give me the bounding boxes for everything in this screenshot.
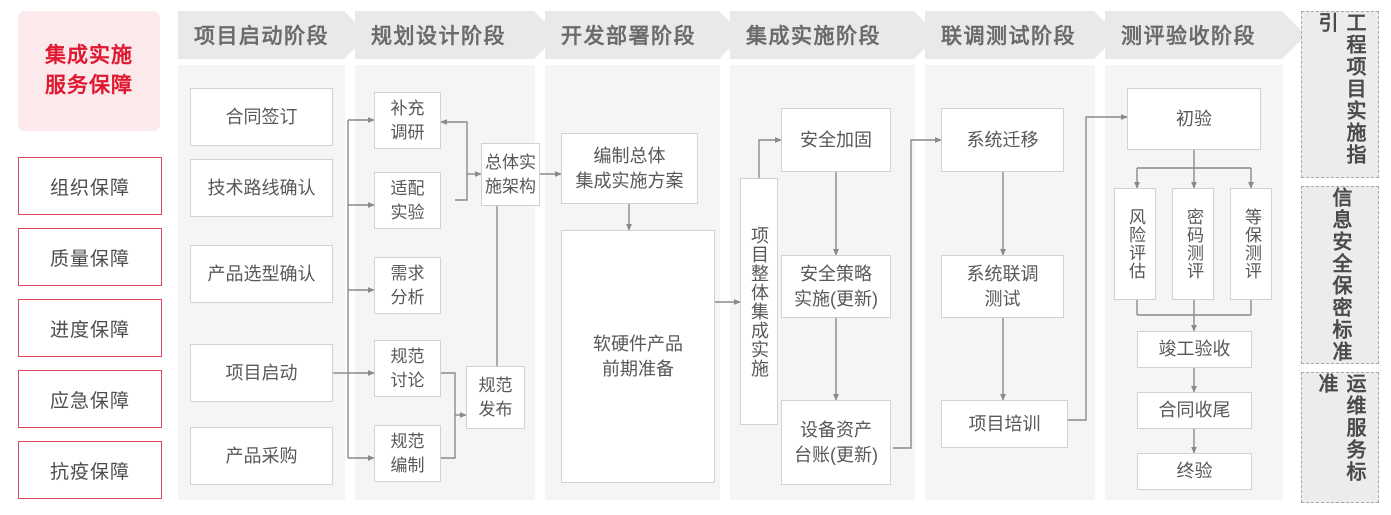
left-item-emergency[interactable]: 应急保障 xyxy=(18,370,162,428)
node-final-acceptance[interactable]: 终验 xyxy=(1137,453,1252,490)
standard-info-security-confidentiality[interactable]: 信息安全保密标准 xyxy=(1301,186,1379,364)
node-project-training[interactable]: 项目培训 xyxy=(941,400,1068,448)
node-product-procurement[interactable]: 产品采购 xyxy=(190,427,333,485)
node-cryptography-evaluation[interactable]: 密码测评 xyxy=(1172,188,1214,300)
phase-header-3-label: 开发部署阶段 xyxy=(561,25,696,48)
node-risk-assessment[interactable]: 风险评估 xyxy=(1114,188,1156,300)
phase-header-2-label: 规划设计阶段 xyxy=(371,25,506,48)
node-security-policy-impl[interactable]: 安全策略 实施(更新) xyxy=(781,255,891,318)
node-hardware-software-prep[interactable]: 软硬件产品 前期准备 xyxy=(561,230,715,483)
node-supplementary-survey[interactable]: 补充 调研 xyxy=(374,92,441,149)
standard-label: 信息安全保密标准 xyxy=(1329,187,1351,363)
node-contract-signing[interactable]: 合同签订 xyxy=(190,88,333,146)
node-spec-drafting[interactable]: 规范 编制 xyxy=(374,425,441,482)
left-item-epidemic[interactable]: 抗疫保障 xyxy=(18,441,162,499)
node-security-hardening[interactable]: 安全加固 xyxy=(781,108,891,172)
node-grade-protection-evaluation[interactable]: 等保测评 xyxy=(1230,188,1272,300)
node-spec-discussion[interactable]: 规范 讨论 xyxy=(374,340,441,397)
phase-header-2[interactable]: 规划设计阶段 xyxy=(355,11,558,59)
phase-header-5-label: 联调测试阶段 xyxy=(941,25,1076,48)
phase-header-1[interactable]: 项目启动阶段 xyxy=(178,11,368,59)
node-contract-closure[interactable]: 合同收尾 xyxy=(1137,392,1252,429)
phase-header-4-label: 集成实施阶段 xyxy=(746,25,881,48)
node-system-joint-test[interactable]: 系统联调 测试 xyxy=(941,255,1064,318)
phase-header-1-label: 项目启动阶段 xyxy=(194,25,329,48)
node-asset-ledger-update[interactable]: 设备资产 台账(更新) xyxy=(781,400,891,485)
left-panel-title: 集成实施 服务保障 xyxy=(18,11,160,131)
node-completion-acceptance[interactable]: 竣工验收 xyxy=(1137,331,1252,368)
node-spec-publication[interactable]: 规范 发布 xyxy=(466,366,525,429)
left-item-quality[interactable]: 质量保障 xyxy=(18,228,162,286)
standard-label: 运维服务标准 xyxy=(1315,373,1365,483)
node-overall-integration-plan[interactable]: 编制总体 集成实施方案 xyxy=(561,133,698,204)
node-project-kickoff[interactable]: 项目启动 xyxy=(190,344,333,402)
node-overall-impl-architecture[interactable]: 总体实 施架构 xyxy=(481,143,540,206)
node-requirement-analysis[interactable]: 需求 分析 xyxy=(374,257,441,314)
standard-operations-service[interactable]: 运维服务标准 xyxy=(1301,372,1379,503)
node-initial-acceptance[interactable]: 初验 xyxy=(1127,88,1261,150)
phase-header-4[interactable]: 集成实施阶段 xyxy=(730,11,938,59)
phase-header-3[interactable]: 开发部署阶段 xyxy=(545,11,743,59)
phase-header-6[interactable]: 测评验收阶段 xyxy=(1105,11,1306,59)
node-adaptation-experiment[interactable]: 适配 实验 xyxy=(374,172,441,229)
node-tech-route-confirm[interactable]: 技术路线确认 xyxy=(190,159,333,217)
left-item-organization[interactable]: 组织保障 xyxy=(18,157,162,215)
standard-engineering-project-guide[interactable]: 工程项目实施指引 xyxy=(1301,11,1379,178)
left-item-schedule[interactable]: 进度保障 xyxy=(18,299,162,357)
node-system-migration[interactable]: 系统迁移 xyxy=(941,108,1064,172)
phase-header-6-label: 测评验收阶段 xyxy=(1121,25,1256,48)
phase-header-5[interactable]: 联调测试阶段 xyxy=(925,11,1118,59)
standard-label: 工程项目实施指引 xyxy=(1315,12,1365,166)
node-product-selection-confirm[interactable]: 产品选型确认 xyxy=(190,245,333,303)
node-overall-project-integration[interactable]: 项目整体集成实施 xyxy=(740,178,778,425)
chevron-right-icon xyxy=(1282,11,1306,59)
